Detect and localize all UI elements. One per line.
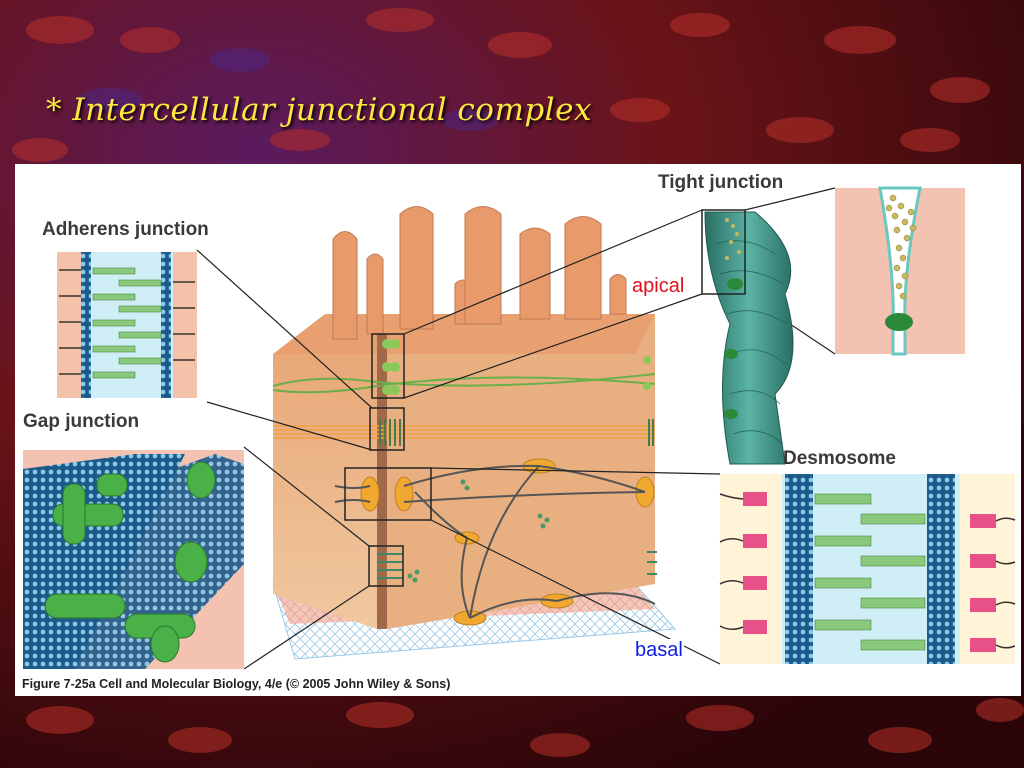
gap-junction-label: Gap junction <box>23 411 140 432</box>
desmosome-label: Desmosome <box>783 448 896 469</box>
figure-caption: Figure 7-25a Cell and Molecular Biology,… <box>22 677 451 691</box>
tight-junction-label: Tight junction <box>658 172 784 193</box>
figure-panel: Adherens junction Gap junction Tight jun… <box>15 164 1021 696</box>
epithelial-cells <box>272 206 677 660</box>
adherens-junction-inset <box>57 252 197 398</box>
gap-junction-inset <box>23 450 244 669</box>
junction-diagram <box>23 186 1016 670</box>
desmosome-inset <box>719 474 1016 664</box>
tight-junction-inset <box>701 186 965 465</box>
adherens-junction-label: Adherens junction <box>42 219 209 240</box>
connector-lines <box>196 187 836 670</box>
basal-label: basal <box>634 639 684 662</box>
slide-title: * Intercellular junctional complex <box>46 92 592 128</box>
apical-label: apical <box>631 275 686 298</box>
